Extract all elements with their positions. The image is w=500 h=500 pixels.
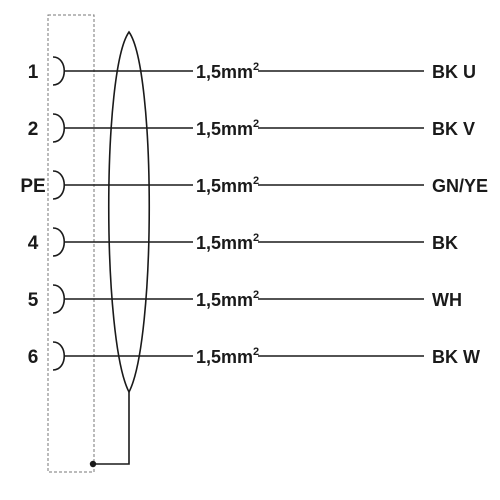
cable-shield	[107, 30, 151, 394]
cross-section-label: 1,5mm2	[196, 175, 259, 196]
cross-section-label: 1,5mm2	[196, 61, 259, 82]
socket-contact-icon	[52, 113, 66, 143]
ground-node	[89, 460, 97, 468]
cross-section-exponent: 2	[253, 346, 259, 358]
cross-section-label: 1,5mm2	[196, 118, 259, 139]
shield-drain-wire	[93, 392, 130, 465]
socket-contact-icon	[52, 56, 66, 86]
socket-contact-icon	[52, 227, 66, 257]
wire-color-label: BK U	[432, 62, 476, 82]
pin-label: 6	[28, 347, 39, 368]
cross-section-label: 1,5mm2	[196, 289, 259, 310]
wire-color-label: BK V	[432, 119, 475, 139]
wire-color-label: BK W	[432, 347, 480, 367]
cross-section-exponent: 2	[253, 118, 259, 130]
wire-row: 5 1,5mm2 WH	[28, 284, 462, 314]
wire-row: 6 1,5mm2 BK W	[28, 341, 480, 371]
wire-color-label: BK	[432, 233, 458, 253]
wire-color-label: GN/YE	[432, 176, 488, 196]
wire-row: 1 1,5mm2 BK U	[28, 56, 476, 86]
cross-section-label: 1,5mm2	[196, 232, 259, 253]
wire-row: 4 1,5mm2 BK	[28, 227, 458, 257]
pin-label: 1	[28, 62, 39, 83]
cross-section-exponent: 2	[253, 289, 259, 301]
pin-label: 5	[28, 290, 39, 311]
cross-section-exponent: 2	[253, 175, 259, 187]
connector-housing	[47, 14, 95, 473]
pin-label: 4	[28, 233, 39, 254]
socket-contact-icon	[52, 284, 66, 314]
cross-section-exponent: 2	[253, 61, 259, 73]
socket-contact-icon	[52, 170, 66, 200]
socket-contact-icon	[52, 341, 66, 371]
pin-label: PE	[20, 176, 45, 197]
wire-row: PE 1,5mm2 GN/YE	[20, 170, 488, 200]
wire-color-label: WH	[432, 290, 462, 310]
cross-section-label: 1,5mm2	[196, 346, 259, 367]
cross-section-exponent: 2	[253, 232, 259, 244]
pin-label: 2	[28, 119, 39, 140]
